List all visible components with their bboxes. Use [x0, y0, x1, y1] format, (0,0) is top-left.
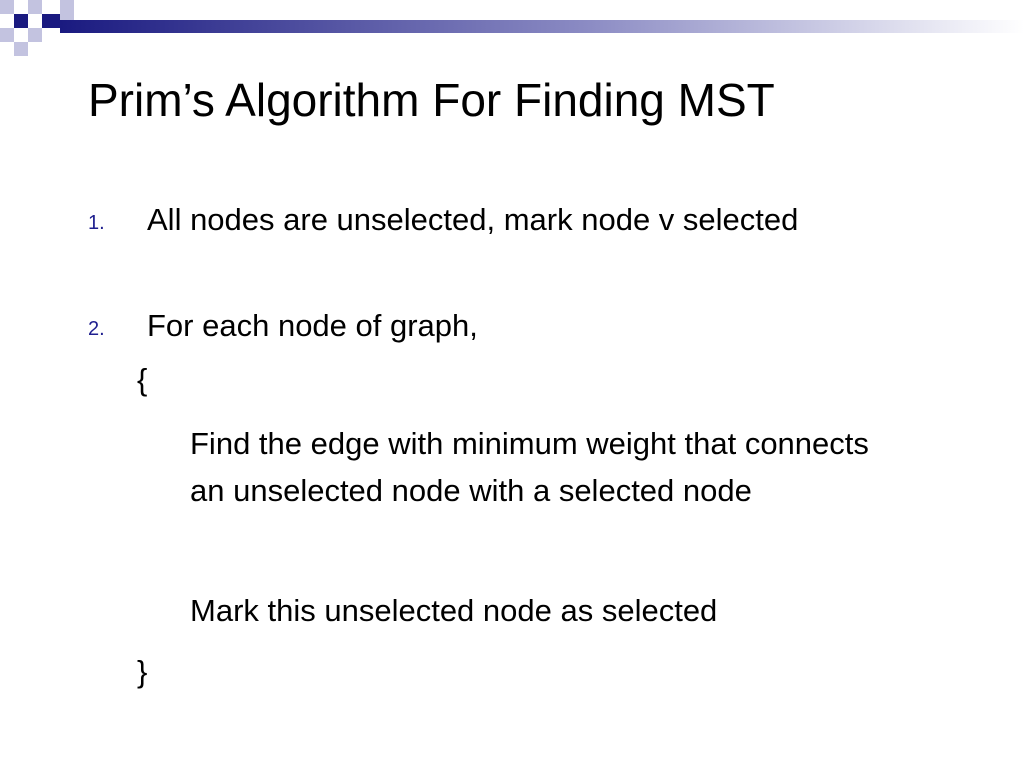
- close-brace: }: [137, 654, 148, 689]
- open-brace: {: [137, 362, 148, 397]
- loop-body-step-1: Find the edge with minimum weight that c…: [190, 426, 869, 508]
- slide-header-decoration: [0, 0, 1024, 56]
- list-item-2-text: For each node of graph,: [147, 308, 478, 343]
- slide-title: Prim’s Algorithm For Finding MST: [88, 74, 775, 126]
- list-item-1-text: All nodes are unselected, mark node v se…: [147, 202, 799, 237]
- list-item-2-number: 2.: [88, 318, 105, 340]
- list-item-1-number: 1.: [88, 212, 105, 234]
- loop-body-step-2: Mark this unselected node as selected: [190, 593, 718, 628]
